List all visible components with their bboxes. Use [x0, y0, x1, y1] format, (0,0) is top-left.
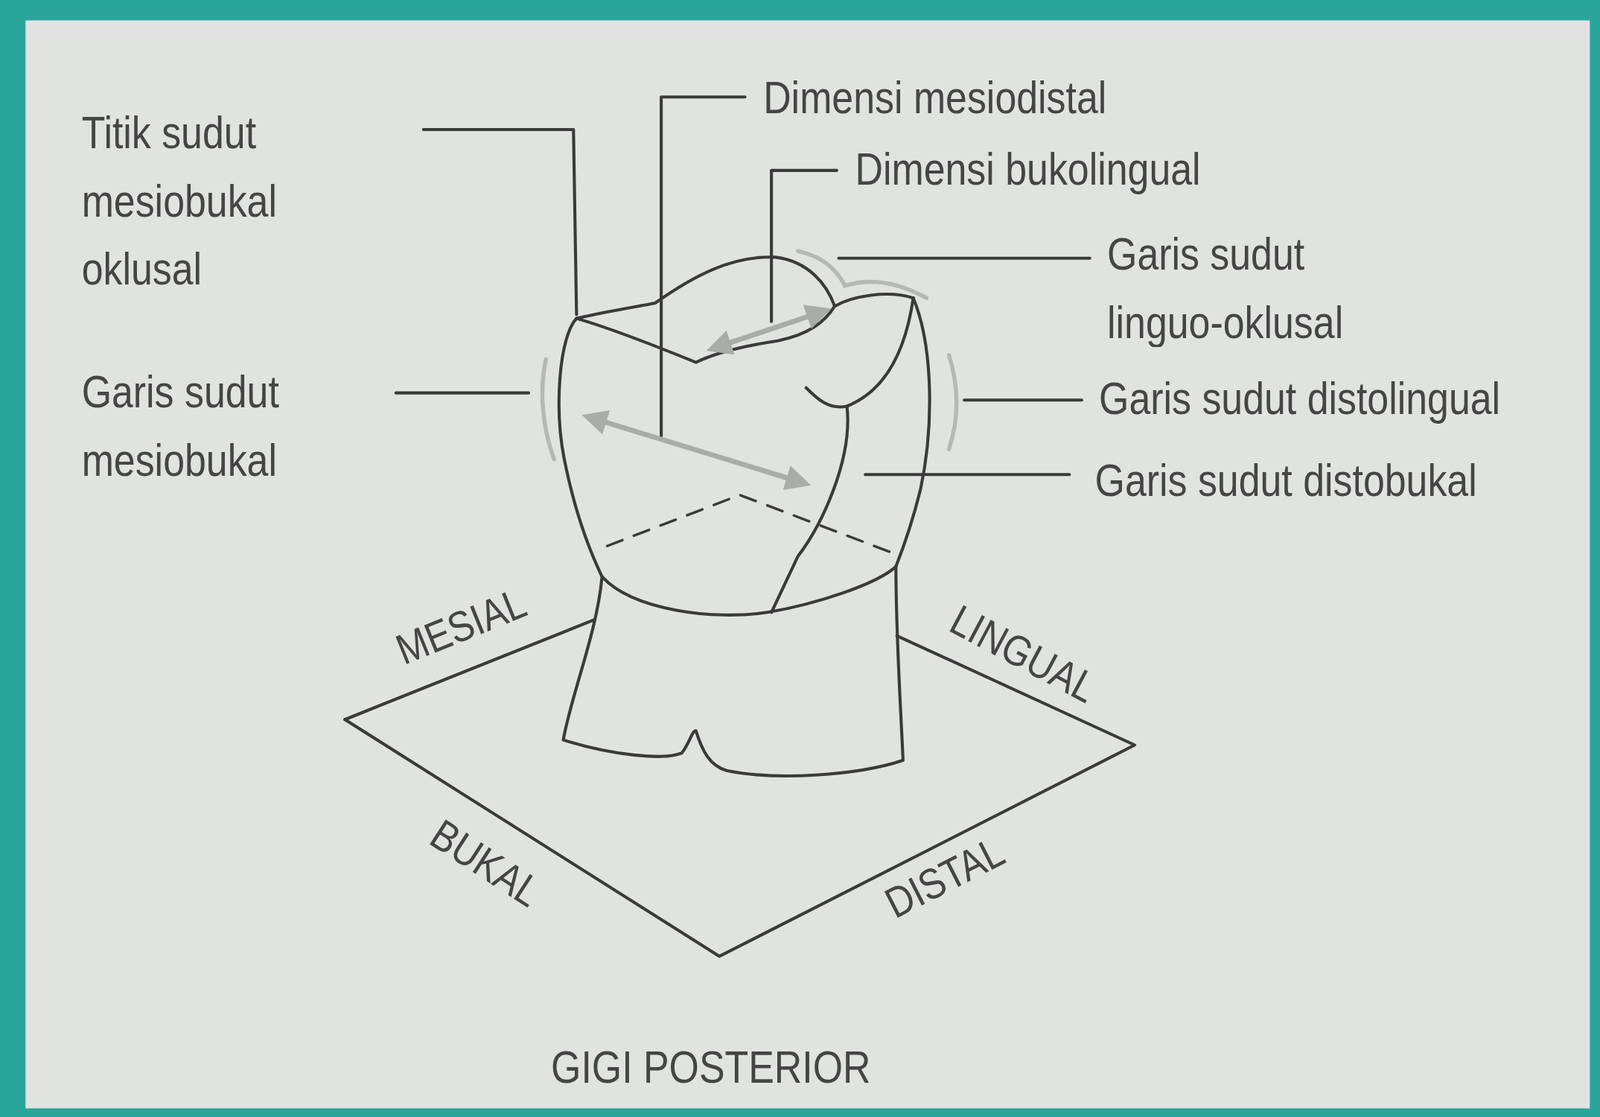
line-angle-label: Garis sudut distolingual — [1098, 364, 1501, 433]
line-angle-label: Garis sudut linguo-oklusal — [1107, 219, 1374, 357]
caption: GIGI POSTERIOR — [551, 1032, 872, 1102]
dimension-label: Dimensi bukolingual — [855, 134, 1201, 204]
line-angle-label: Garis sudut distobukal — [1095, 445, 1478, 515]
corner-label: Titik sudut mesiobukal oklusal — [81, 98, 303, 304]
dimension-label: Dimensi mesiodistal — [763, 63, 1107, 132]
line-angle-label: Garis sudut mesiobukal — [81, 357, 303, 495]
